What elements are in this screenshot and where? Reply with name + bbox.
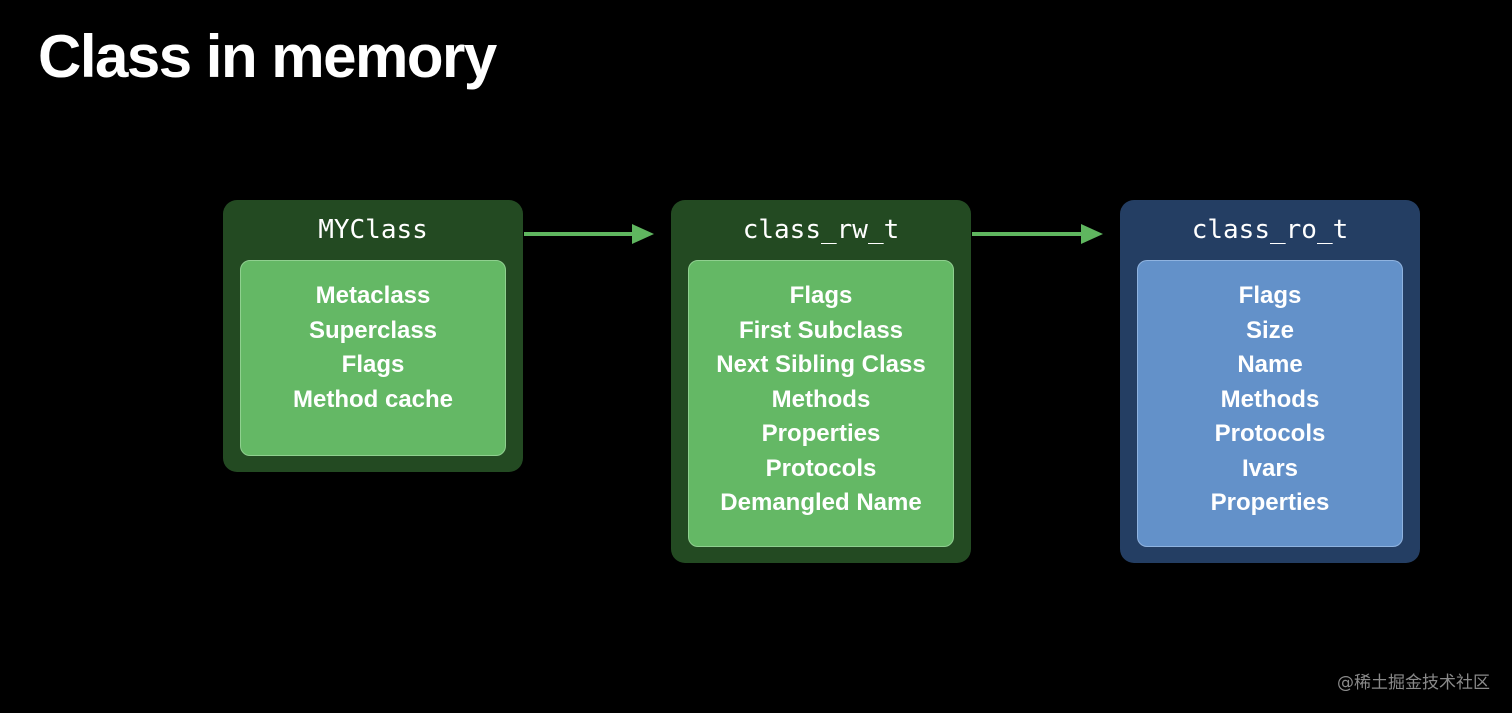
- class-rw-t-box: class_rw_t Flags First Subclass Next Sib…: [671, 200, 971, 563]
- class-rw-t-field: Demangled Name: [720, 489, 922, 516]
- class-rw-t-field: Protocols: [765, 454, 877, 482]
- class-ro-t-field: Name: [1237, 351, 1303, 378]
- slide-title: Class in memory: [38, 23, 497, 90]
- class-rw-t-field: Next Sibling Class: [716, 351, 926, 378]
- class-ro-t-field: Size: [1245, 316, 1295, 344]
- class-rw-t-field: Flags: [789, 282, 853, 309]
- class-ro-t-field: Properties: [1210, 489, 1330, 516]
- class-ro-t-header: class_ro_t: [1191, 215, 1349, 245]
- myclass-fields: Metaclass Superclass Flags Method cache: [240, 260, 506, 456]
- arrow-myclass-to-rw: [524, 224, 654, 244]
- class-ro-t-field: Methods: [1220, 385, 1320, 413]
- myclass-field: Metaclass: [315, 282, 431, 309]
- myclass-field: Flags: [341, 351, 405, 378]
- myclass-header: MYClass: [318, 215, 428, 245]
- class-ro-t-field: Protocols: [1214, 420, 1326, 447]
- myclass-box: MYClass Metaclass Superclass Flags Metho…: [223, 200, 523, 472]
- class-ro-t-field: Ivars: [1241, 454, 1299, 482]
- myclass-field: Superclass: [308, 316, 438, 344]
- class-rw-t-fields: Flags First Subclass Next Sibling Class …: [688, 260, 954, 547]
- class-ro-t-box: class_ro_t Flags Size Name Methods Proto…: [1120, 200, 1420, 563]
- class-rw-t-header: class_rw_t: [742, 215, 900, 245]
- myclass-field: Method cache: [292, 385, 454, 413]
- watermark-text: @稀土掘金技术社区: [1337, 673, 1490, 693]
- class-rw-t-field: Properties: [761, 420, 881, 447]
- class-ro-t-field: Flags: [1238, 282, 1302, 309]
- class-rw-t-field: Methods: [771, 385, 871, 413]
- arrow-rw-to-ro: [972, 224, 1103, 244]
- class-ro-t-fields: Flags Size Name Methods Protocols Ivars …: [1137, 260, 1403, 547]
- class-rw-t-field: First Subclass: [738, 316, 904, 344]
